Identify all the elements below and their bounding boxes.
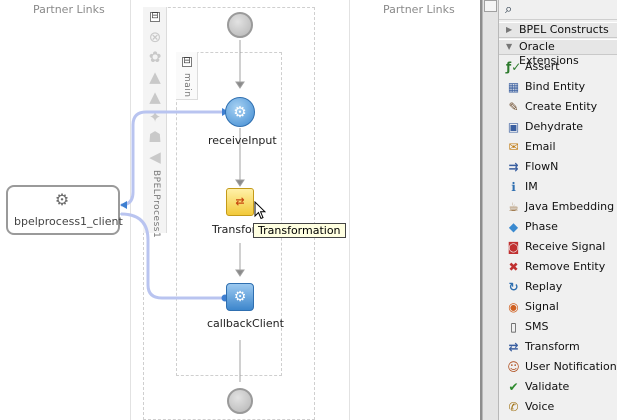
palette-item-dehydrate[interactable]: ▣ Dehydrate <box>499 117 617 137</box>
bpel-design-canvas[interactable]: Partner Links Partner Links ⊟ ⊗ ✿ ▲ ▲ ✦ … <box>0 0 480 420</box>
transform-activity[interactable]: ⇄ <box>226 188 254 216</box>
palette-item-label: Replay <box>525 280 563 293</box>
chevron-right-icon: ▶ <box>506 25 513 34</box>
correlation-icon[interactable]: ✿ <box>148 48 162 66</box>
partner-links-lane-right: Partner Links <box>350 0 480 420</box>
component-palette: ⌕ ▶ BPEL Constructs ▼ Oracle Extensions … <box>499 0 617 420</box>
voice-icon: ✆ <box>508 400 519 414</box>
receive-input-activity[interactable]: ⚙ <box>225 97 255 127</box>
flown-icon: ⇉ <box>508 160 519 174</box>
palette-item-label: Create Entity <box>525 100 598 113</box>
palette-item-email[interactable]: ✉ Email <box>499 137 617 157</box>
palette-item-validate[interactable]: ✔ Validate <box>499 377 617 397</box>
palette-item-assert[interactable]: ƒ✓Assert <box>499 57 617 77</box>
palette-item-user-notification[interactable]: ☺ User Notification <box>499 357 617 377</box>
palette-item-label: Validate <box>525 380 570 393</box>
palette-item-label: Voice <box>525 400 555 413</box>
im-icon: ℹ <box>511 180 516 194</box>
transformation-tooltip: Transformation <box>253 223 346 238</box>
palette-item-create-entity[interactable]: ✎ Create Entity <box>499 97 617 117</box>
palette-scrollbar[interactable] <box>482 0 499 420</box>
palette-item-signal[interactable]: ◉ Signal <box>499 297 617 317</box>
scope-collapse-button[interactable]: ⊟ <box>182 56 192 67</box>
callback-client-activity[interactable]: ⚙ <box>226 283 254 311</box>
sms-icon: ▯ <box>510 320 517 334</box>
palette-item-label: SMS <box>525 320 549 333</box>
palette-item-im[interactable]: ℹ IM <box>499 177 617 197</box>
palette-item-flown[interactable]: ⇉ FlowN <box>499 157 617 177</box>
gears-icon: ⚙ <box>54 190 70 209</box>
panel-splitter[interactable] <box>480 0 482 420</box>
chevron-down-icon: ▼ <box>506 42 513 51</box>
bind-entity-icon: ▦ <box>507 80 520 94</box>
palette-item-voice[interactable]: ✆ Voice <box>499 397 617 417</box>
java-icon: ☕ <box>508 200 519 214</box>
remove-entity-icon: ✖ <box>508 260 519 274</box>
process-collapse-button[interactable]: ⊟ <box>150 11 160 22</box>
variables-icon[interactable]: ⊗ <box>148 28 162 46</box>
create-entity-icon: ✎ <box>508 100 519 114</box>
callback-client-label: callbackClient <box>207 317 284 330</box>
palette-item-label: Email <box>525 140 556 153</box>
palette-item-label: Remove Entity <box>525 260 606 273</box>
palette-item-label: Transform <box>525 340 580 353</box>
dehydrate-icon: ▣ <box>507 120 520 134</box>
fault-handler-icon[interactable]: ▲ <box>149 68 161 86</box>
process-start-node[interactable] <box>227 12 253 38</box>
palette-item-sms[interactable]: ▯ SMS <box>499 317 617 337</box>
palette-item-label: Dehydrate <box>525 120 584 133</box>
replay-icon: ↻ <box>508 280 519 294</box>
validate-icon: ✔ <box>508 380 519 394</box>
transform-label: Transfor <box>212 223 257 236</box>
section-bpel-constructs[interactable]: ▶ BPEL Constructs <box>499 22 617 38</box>
palette-item-label: Signal <box>525 300 559 313</box>
palette-item-label: FlowN <box>525 160 559 173</box>
phase-icon: ◆ <box>508 220 519 234</box>
transform-icon: ⇄ <box>235 195 245 208</box>
transform-icon: ⇄ <box>508 340 519 354</box>
signal-icon: ◉ <box>508 300 519 314</box>
termination-icon[interactable]: ☗ <box>148 128 162 146</box>
process-toolbar-strip <box>143 7 167 233</box>
palette-item-label: Assert <box>525 60 560 73</box>
palette-item-remove-entity[interactable]: ✖ Remove Entity <box>499 257 617 277</box>
palette-scroll-thumb[interactable] <box>484 0 497 12</box>
palette-item-label: Receive Signal <box>525 240 606 253</box>
palette-toolbar: ⌕ <box>499 0 617 20</box>
scope-toolbar-strip <box>176 52 198 100</box>
receive-input-label: receiveInput <box>208 134 277 147</box>
partner-link-label: bpelprocess1_client <box>14 215 123 228</box>
gear-icon: ⚙ <box>233 103 247 121</box>
palette-item-receive-signal[interactable]: ◙ Receive Signal <box>499 237 617 257</box>
gear-icon: ⚙ <box>233 289 247 305</box>
palette-item-bind-entity[interactable]: ▦ Bind Entity <box>499 77 617 97</box>
receive-signal-icon: ◙ <box>507 240 520 254</box>
palette-item-transform[interactable]: ⇄ Transform <box>499 337 617 357</box>
palette-item-phase[interactable]: ◆ Phase <box>499 217 617 237</box>
palette-item-label: Bind Entity <box>525 80 586 93</box>
rewind-icon[interactable]: ◀ <box>149 148 161 166</box>
email-icon: ✉ <box>508 140 519 154</box>
lane-title-right: Partner Links <box>383 3 455 16</box>
mouse-pointer-icon <box>254 201 266 220</box>
section-oracle-extensions[interactable]: ▼ Oracle Extensions <box>499 39 617 67</box>
palette-item-label: Java Embedding <box>525 200 615 213</box>
f-check-icon: ƒ✓ <box>506 60 522 74</box>
palette-item-label: User Notification <box>525 360 617 373</box>
binoculars-icon[interactable]: ⌕ <box>505 2 513 17</box>
palette-item-label: Phase <box>525 220 558 233</box>
process-name-label: BPELProcess1 <box>151 170 161 239</box>
main-scope-container[interactable] <box>176 52 282 376</box>
lane-title-left: Partner Links <box>33 3 105 16</box>
palette-item-replay[interactable]: ↻ Replay <box>499 277 617 297</box>
palette-item-label: IM <box>525 180 538 193</box>
event-handler-icon[interactable]: ▲ <box>149 88 161 106</box>
scope-name-label: main <box>182 73 192 98</box>
palette-item-java-embedding[interactable]: ☕ Java Embedding <box>499 197 617 217</box>
user-notification-icon: ☺ <box>507 360 520 374</box>
partner-link-client[interactable] <box>6 185 120 235</box>
process-end-node[interactable] <box>227 388 253 414</box>
